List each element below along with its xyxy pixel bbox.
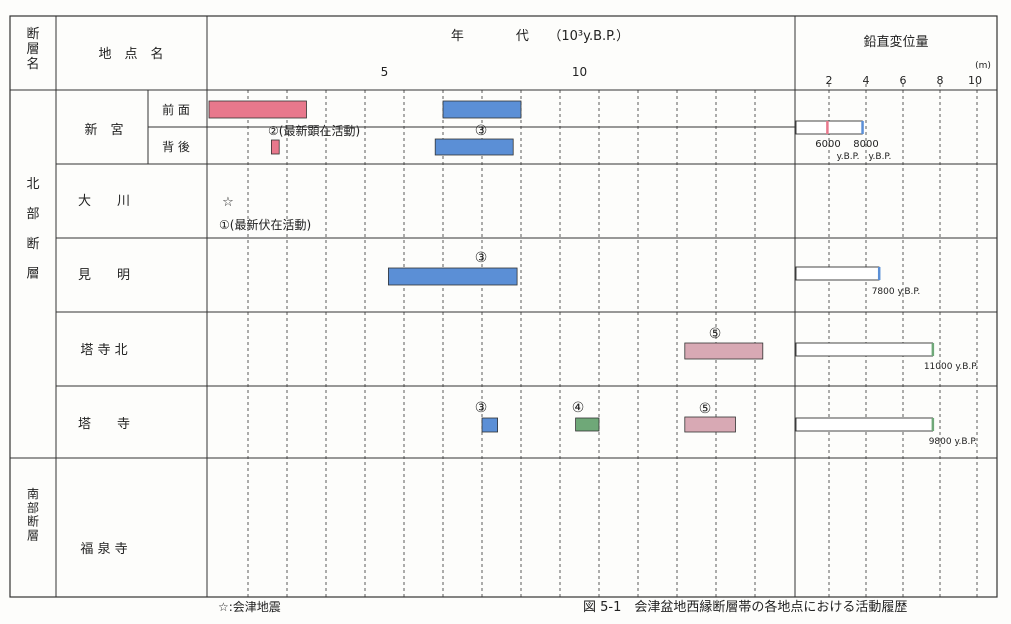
site-name: 塔 寺 xyxy=(78,417,130,432)
displacement-marker xyxy=(931,418,935,431)
displacement-col-header: 鉛直変位量 xyxy=(863,34,928,50)
group-label-north: 層 xyxy=(26,267,39,282)
activity-bar xyxy=(481,417,499,433)
displacement-bar xyxy=(795,266,880,281)
age-col-header: 年 代 （10³y.B.P.） xyxy=(451,29,629,44)
event-label: ①(最新伏在活動) xyxy=(219,217,311,232)
age-tick-label: 10 xyxy=(572,65,587,79)
activity-bar xyxy=(270,139,280,155)
activity-bar xyxy=(575,417,600,432)
figure-caption: 図 5-1 会津盆地西縁断層帯の各地点における活動履歴 xyxy=(583,599,907,615)
event-label: ②(最新顕在活動) xyxy=(268,123,360,138)
activity-bar xyxy=(684,342,764,360)
activity-bar xyxy=(442,100,522,119)
displacement-marker xyxy=(826,121,829,134)
displacement-tick-label: 2 xyxy=(826,74,833,87)
site-name: 見 明 xyxy=(78,268,130,283)
displacement-label: 6000 xyxy=(815,139,840,150)
footnote: ☆:会津地震 xyxy=(218,600,281,614)
group-label-south: 断 xyxy=(27,514,39,529)
fault-col-header: 層 xyxy=(26,42,39,57)
displacement-tick-label: 6 xyxy=(900,74,907,87)
age-tick-label: 5 xyxy=(381,65,389,79)
activity-bar xyxy=(434,138,514,156)
event-label: ⑤ xyxy=(699,401,712,417)
group-label-south: 層 xyxy=(27,528,39,542)
group-label-south: 南 xyxy=(27,486,39,501)
site-name: 新 宮 xyxy=(84,122,123,138)
displacement-label: 7800 y.B.P. xyxy=(872,287,921,297)
activity-bar xyxy=(387,267,518,286)
displacement-tick-label: 8 xyxy=(937,74,944,87)
displacement-tick-label: 4 xyxy=(863,74,870,87)
fault-col-header: 名 xyxy=(26,56,39,72)
displacement-marker xyxy=(877,267,881,280)
group-label-south: 部 xyxy=(27,500,39,515)
event-label: ③ xyxy=(475,400,488,416)
displacement-tick-label: 10 xyxy=(968,74,982,87)
displacement-marker xyxy=(861,121,864,134)
group-label-north: 断 xyxy=(26,237,39,252)
site-name: 塔 寺 北 xyxy=(80,343,127,358)
activity-bar xyxy=(684,416,736,433)
event-label: ☆ xyxy=(222,195,234,210)
displacement-bar xyxy=(795,342,934,357)
sub-site-label: 前 面 xyxy=(162,102,190,117)
site-col-header: 地 点 名 xyxy=(98,46,163,62)
event-label: ③ xyxy=(475,123,488,139)
event-label: ④ xyxy=(572,400,585,416)
event-label: ③ xyxy=(475,250,488,266)
displacement-label: 11000 y.B.P. xyxy=(924,362,978,372)
displacement-label: 8000 xyxy=(853,139,878,150)
displacement-label: y.B.P. y.B.P. xyxy=(837,152,892,162)
displacement-marker xyxy=(931,343,935,356)
table-border xyxy=(9,15,998,598)
displacement-label: 9800 y.B.P. xyxy=(929,437,978,447)
displacement-bar xyxy=(795,120,863,135)
fault-col-header: 断 xyxy=(26,27,39,42)
site-name: 大 川 xyxy=(78,194,130,209)
activity-bar xyxy=(208,100,307,119)
displacement-bar xyxy=(795,417,934,432)
group-label-north: 部 xyxy=(26,207,39,222)
site-name: 福 泉 寺 xyxy=(80,541,127,557)
sub-site-label: 背 後 xyxy=(162,140,190,154)
event-label: ⑤ xyxy=(709,326,722,342)
displacement-unit: (m) xyxy=(975,61,991,71)
group-label-north: 北 xyxy=(26,177,39,192)
